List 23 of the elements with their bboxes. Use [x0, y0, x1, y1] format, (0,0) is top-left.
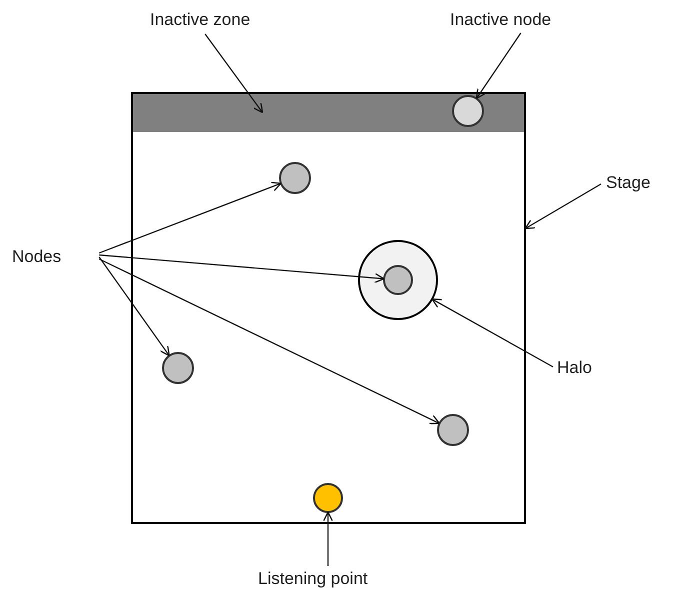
- inactive-zone-bar: [133, 94, 524, 132]
- callout-label: Inactive node: [450, 9, 552, 31]
- inactive-node-circle: [452, 95, 484, 127]
- callout-label: Halo: [557, 357, 592, 379]
- leader-line: [524, 183, 602, 230]
- node-circle: [162, 352, 194, 384]
- callout-label: Nodes: [12, 246, 62, 268]
- node-circle: [437, 414, 469, 446]
- leader-line: [431, 298, 554, 368]
- callout-label: Listening point: [258, 568, 368, 590]
- callout-label: Stage: [606, 172, 650, 194]
- leader-line: [204, 34, 264, 114]
- node-circle: [279, 162, 311, 194]
- stage-box: [131, 92, 526, 524]
- node-circle: [383, 265, 413, 295]
- leader-line: [99, 254, 385, 284]
- leader-line: [98, 258, 440, 424]
- leader-line: [98, 182, 282, 254]
- leader-line: [98, 256, 170, 356]
- leader-line: [322, 511, 334, 566]
- listening-point-circle: [313, 483, 343, 513]
- callout-label: Inactive zone: [150, 9, 250, 31]
- leader-line: [476, 32, 522, 100]
